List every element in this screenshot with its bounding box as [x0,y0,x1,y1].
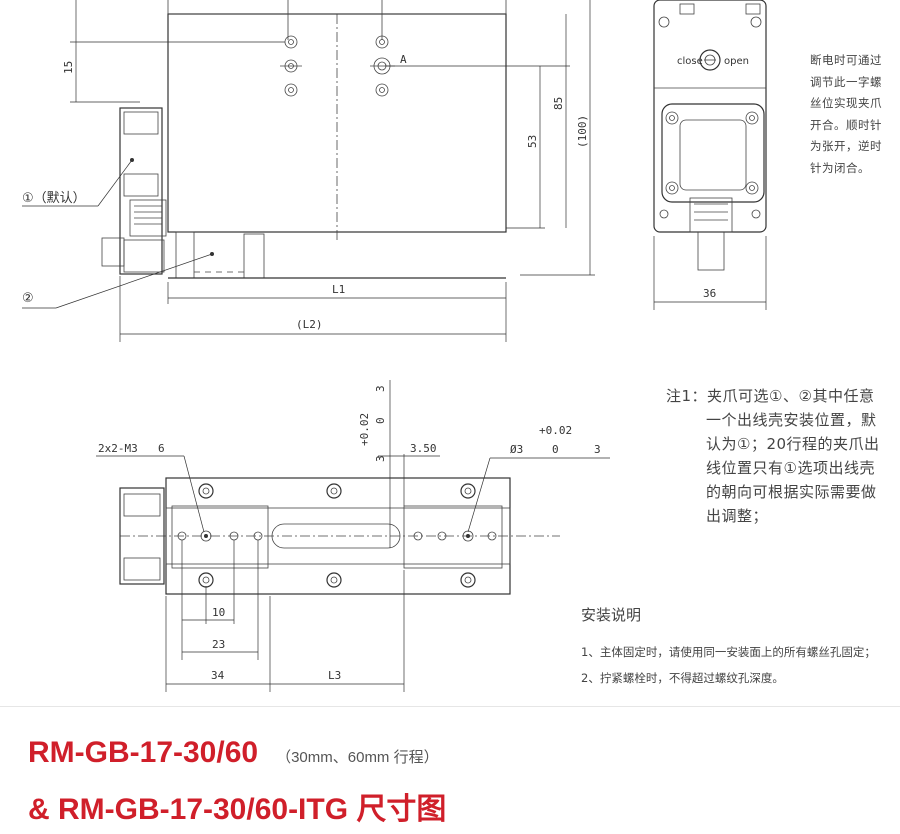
main-note: 注1：夹爪可选①、②其中任意 一个出线壳安装位置，默 认为①；20行程的夹爪出 … [666,384,894,528]
side-view: close open 36 [653,0,767,310]
dim-L2: (L2) [296,318,323,331]
knob-close-label: close [677,56,703,67]
main-note-line: 认为①；20行程的夹爪出 [706,435,880,453]
side-note-line: 断电时可通过 [810,53,882,67]
dimension-drawing: A 15 53 85 (100) [22,0,894,692]
install-item-1: 1、主体固定时，请使用同一安装面上的所有螺丝孔固定； [581,645,876,659]
technical-drawing-svg: A 15 53 85 (100) [22,0,767,692]
dim-L3: L3 [328,669,341,682]
dim-36: 36 [703,287,716,300]
dim-3: 3 [374,455,387,462]
dim-23: 23 [212,638,225,651]
stroke-subtitle: （30mm、60mm 行程） [276,749,439,766]
dim-85: 85 [552,97,565,110]
dim-350: 3.50 [410,442,437,455]
dim-tol1: +0.02 [358,413,371,446]
footer-divider [0,706,900,707]
dim-53: 53 [526,135,539,148]
side-note-line: 调节此一字螺 [810,74,882,89]
dim-tol2: +0.02 [539,424,572,437]
side-note: 断电时可通过 调节此一字螺 丝位实现夹爪 开合。顺时针 为张开，逆时 针为闭合。 [810,50,890,179]
side-note-line: 开合。顺时针 [810,117,882,132]
callout-1: ①（默认） [22,190,86,206]
dim-100: (100) [576,115,589,148]
dim-15: 15 [62,61,75,74]
bottom-view: +0.02 0 3 3 3.50 +0.02 Ø3 0 3 2x2-M3 6 1… [96,380,610,692]
footer-title-area: RM-GB-17-30/60 （30mm、60mm 行程） & RM-GB-17-… [0,706,900,834]
dim-depth3: 3 [374,385,387,392]
dim-screw-depth: 6 [158,442,165,455]
dim-L1: L1 [332,283,345,296]
dim-10: 10 [212,606,225,619]
side-note-line: 丝位实现夹爪 [810,96,882,110]
front-view: A 15 53 85 (100) [22,0,595,342]
product-model: RM-GB-17-30/60 [28,736,259,769]
side-note-line: 为张开，逆时 [810,139,882,153]
dim-screw: 2x2-M3 [98,442,138,455]
dim-A: A [400,53,407,66]
main-note-line: 出调整； [706,507,769,525]
install-item-2: 2、拧紧螺栓时，不得超过螺纹孔深度。 [581,671,784,685]
install-title: 安装说明 [581,606,642,624]
main-note-line: 一个出线壳安装位置，默 [706,411,877,429]
dim-bore-depth: 3 [594,443,601,456]
dim-bore: Ø3 [510,443,523,456]
side-note-line: 针为闭合。 [810,160,870,175]
main-note-line: 线位置只有①选项出线壳 [706,459,875,477]
main-note-line: 的朝向可根据实际需要做 [706,483,877,501]
dim-34: 34 [211,669,225,682]
dim-tol2b: 0 [552,443,559,456]
knob-open-label: open [724,56,749,67]
product-title-line-2: & RM-GB-17-30/60-ITG 尺寸图 [28,793,447,826]
product-title-line-1: RM-GB-17-30/60 （30mm、60mm 行程） [28,736,439,770]
callout-2: ② [22,291,34,306]
dim-tol1b: 0 [374,417,387,424]
main-note-line: 注1：夹爪可选①、②其中任意 [666,387,875,405]
